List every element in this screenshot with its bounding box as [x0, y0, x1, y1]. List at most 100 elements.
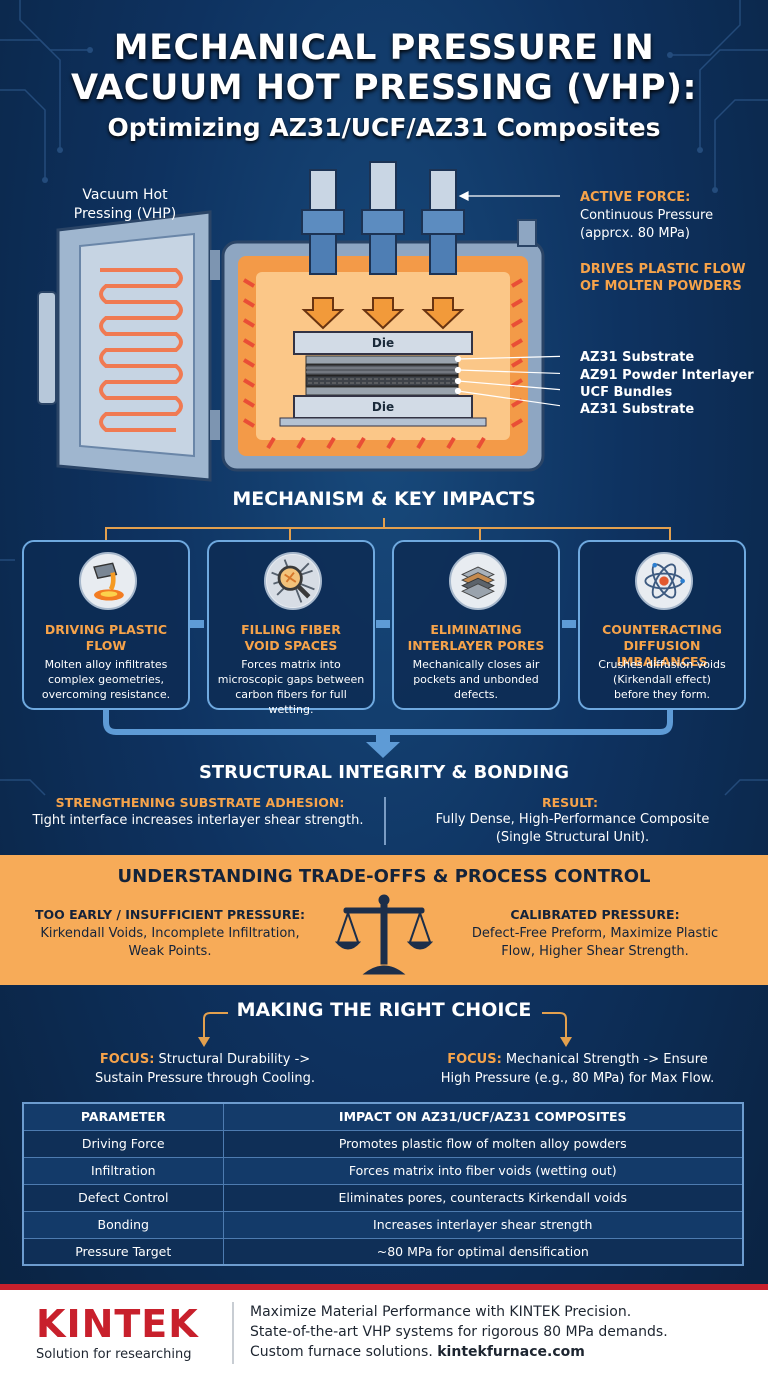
insufficient-pressure-title: TOO EARLY / INSUFFICIENT PRESSURE: [34, 907, 306, 922]
table-row: Infiltration Forces matrix into fiber vo… [22, 1156, 744, 1185]
card-title-line-1: ELIMINATING [430, 622, 522, 637]
focus-strength-text-1: Mechanical Strength -> Ensure [501, 1052, 708, 1067]
page-subtitle: Optimizing AZ31/UCF/AZ31 Composites [107, 113, 661, 142]
page-title-line-2: VACUUM HOT PRESSING (VHP): [70, 68, 698, 108]
card-driving-plastic-flow: DRIVING PLASTIC FLOW Molten alloy infilt… [22, 540, 190, 710]
card-title-line-2: DIFFUSION IMBALANCES [616, 638, 708, 669]
calibrated-pressure-line-2: Flow, Higher Shear Strength. [501, 944, 689, 959]
active-force-desc-2: (apprcx. 80 MPa) [580, 226, 690, 241]
focus-strength-text-2: High Pressure (e.g., 80 MPa) for Max Flo… [440, 1071, 715, 1086]
die-stack [279, 331, 487, 427]
calibrated-pressure-line-1: Defect-Free Preform, Maximize Plastic [471, 926, 719, 941]
table-cell-impact: ~80 MPa for optimal densification [222, 1237, 744, 1266]
mechanism-connectors [103, 518, 673, 758]
table-cell-parameter: Infiltration [22, 1156, 224, 1185]
mechanism-heading: MECHANISM & KEY IMPACTS [232, 488, 536, 510]
layer-label-az31-top: AZ31 Substrate [580, 350, 695, 365]
footer-line-3-text: Custom furnace solutions. [250, 1344, 438, 1360]
table-row: Bonding Increases interlayer shear stren… [22, 1210, 744, 1239]
card-desc-line-2: complex geometries, [48, 673, 164, 686]
focus-durability: FOCUS: Structural Durability -> Sustain … [40, 1050, 370, 1088]
callout-leaders [454, 191, 560, 407]
choice-branch-arrows [198, 1012, 572, 1047]
card-desc-line-1: Forces matrix into [241, 658, 341, 671]
active-force-title: ACTIVE FORCE: [580, 190, 691, 205]
table-row: Driving Force Promotes plastic flow of m… [22, 1129, 744, 1158]
kintek-logo[interactable]: KINTEK [36, 1302, 199, 1346]
focus-strength: FOCUS: Mechanical Strength -> Ensure Hig… [400, 1050, 755, 1088]
table-header-row: PARAMETER IMPACT ON AZ31/UCF/AZ31 COMPOS… [22, 1102, 744, 1131]
card-desc-line-2: pockets and unbonded [413, 673, 539, 686]
insufficient-pressure-line-1: Kirkendall Voids, Incomplete Infiltratio… [40, 926, 300, 941]
calibrated-pressure-desc: Defect-Free Preform, Maximize Plastic Fl… [440, 925, 750, 961]
card-desc-line-1: Molten alloy infiltrates [44, 658, 168, 671]
card-title-line-2: VOID SPACES [244, 638, 338, 653]
die-bottom-label: Die [371, 400, 395, 414]
molten-metal-icon [79, 552, 137, 610]
card-filling-fiber-voids: FILLING FIBER VOID SPACES Forces matrix … [207, 540, 375, 716]
footer-divider [232, 1302, 234, 1364]
page-title-line-1: MECHANICAL PRESSURE IN [113, 28, 655, 68]
result-desc-line-2: (Single Structural Unit). [495, 830, 650, 845]
card-title-line-2: INTERLAYER PORES [407, 638, 545, 653]
structural-divider [384, 797, 386, 845]
choice-heading: MAKING THE RIGHT CHOICE [236, 999, 532, 1021]
footer-line-2: State-of-the-art VHP systems for rigorou… [250, 1324, 668, 1340]
table-row: Pressure Target ~80 MPa for optimal dens… [22, 1237, 744, 1266]
footer [0, 1284, 768, 1376]
card-title-line-2: FLOW [85, 638, 127, 653]
table-cell-parameter: Pressure Target [22, 1237, 224, 1266]
table-cell-parameter: Bonding [22, 1210, 224, 1239]
table-cell-impact: Increases interlayer shear strength [222, 1210, 744, 1239]
card-desc-line-2: microscopic gaps between [217, 673, 365, 686]
balance-scale-icon [334, 894, 434, 975]
layers-icon [449, 552, 507, 610]
table-cell-impact: Forces matrix into fiber voids (wetting … [222, 1156, 744, 1185]
adhesion-desc: Tight interface increases interlayer she… [32, 813, 364, 828]
focus-label: FOCUS: [447, 1052, 502, 1067]
parameters-table: PARAMETER IMPACT ON AZ31/UCF/AZ31 COMPOS… [22, 1102, 744, 1266]
active-force-desc-1: Continuous Pressure [580, 208, 714, 223]
website-link[interactable]: kintekfurnace.com [437, 1344, 585, 1360]
card-desc-line-3: carbon fibers for full wetting. [235, 688, 347, 716]
drives-flow-line-2: OF MOLTEN POWDERS [580, 279, 742, 294]
tradeoffs-heading: UNDERSTANDING TRADE-OFFS & PROCESS CONTR… [117, 866, 651, 887]
column-header-impact: IMPACT ON AZ31/UCF/AZ31 COMPOSITES [222, 1102, 744, 1131]
insufficient-pressure-line-2: Weak Points. [128, 944, 212, 959]
drives-flow-line-1: DRIVES PLASTIC FLOW [580, 262, 746, 277]
card-title-line-1: DRIVING PLASTIC [44, 622, 168, 637]
logo-tagline: Solution for researching [36, 1347, 192, 1362]
focus-label: FOCUS: [99, 1052, 155, 1067]
magnifier-icon [264, 552, 322, 610]
card-desc-line-3: overcoming resistance. [41, 688, 171, 701]
card-desc-line-3: defects. [454, 688, 498, 701]
focus-durability-text-1: Structural Durability -> [154, 1052, 311, 1067]
pressure-arrows [301, 297, 465, 330]
card-eliminating-pores: ELIMINATING INTERLAYER PORES Mechanicall… [392, 540, 560, 710]
card-title-line-1: COUNTERACTING [602, 622, 722, 637]
vhp-furnace-diagram [37, 161, 560, 482]
table-cell-parameter: Driving Force [22, 1129, 224, 1158]
card-title-line-1: FILLING FIBER [241, 622, 341, 637]
vhp-label: Vacuum Hot Pressing (VHP) [73, 187, 177, 222]
atom-icon [635, 552, 693, 610]
card-counteracting-diffusion: COUNTERACTING DIFFUSION IMBALANCES Crush… [578, 540, 746, 710]
table-cell-impact: Eliminates pores, counteracts Kirkendall… [222, 1183, 744, 1212]
structural-heading: STRUCTURAL INTEGRITY & BONDING [198, 762, 570, 783]
focus-durability-text-2: Sustain Pressure through Cooling. [95, 1071, 315, 1086]
layer-label-ucf-bundles: UCF Bundles [580, 385, 673, 400]
column-header-parameter: PARAMETER [22, 1102, 224, 1131]
card-desc-line-2: (Kirkendall effect) [613, 673, 711, 686]
calibrated-pressure-title: CALIBRATED PRESSURE: [510, 907, 680, 922]
die-top-label: Die [371, 336, 395, 350]
adhesion-title: STRENGTHENING SUBSTRATE ADHESION: [55, 795, 345, 810]
table-cell-parameter: Defect Control [22, 1183, 224, 1212]
result-desc: Fully Dense, High-Performance Composite … [400, 811, 745, 847]
footer-line-1: Maximize Material Performance with KINTE… [250, 1304, 632, 1320]
press-pistons [301, 161, 465, 275]
footer-line-3: Custom furnace solutions. kintekfurnace.… [250, 1344, 585, 1360]
furnace-door [37, 210, 220, 482]
layer-label-az31-bottom: AZ31 Substrate [580, 402, 695, 417]
insufficient-pressure-desc: Kirkendall Voids, Incomplete Infiltratio… [20, 925, 320, 961]
